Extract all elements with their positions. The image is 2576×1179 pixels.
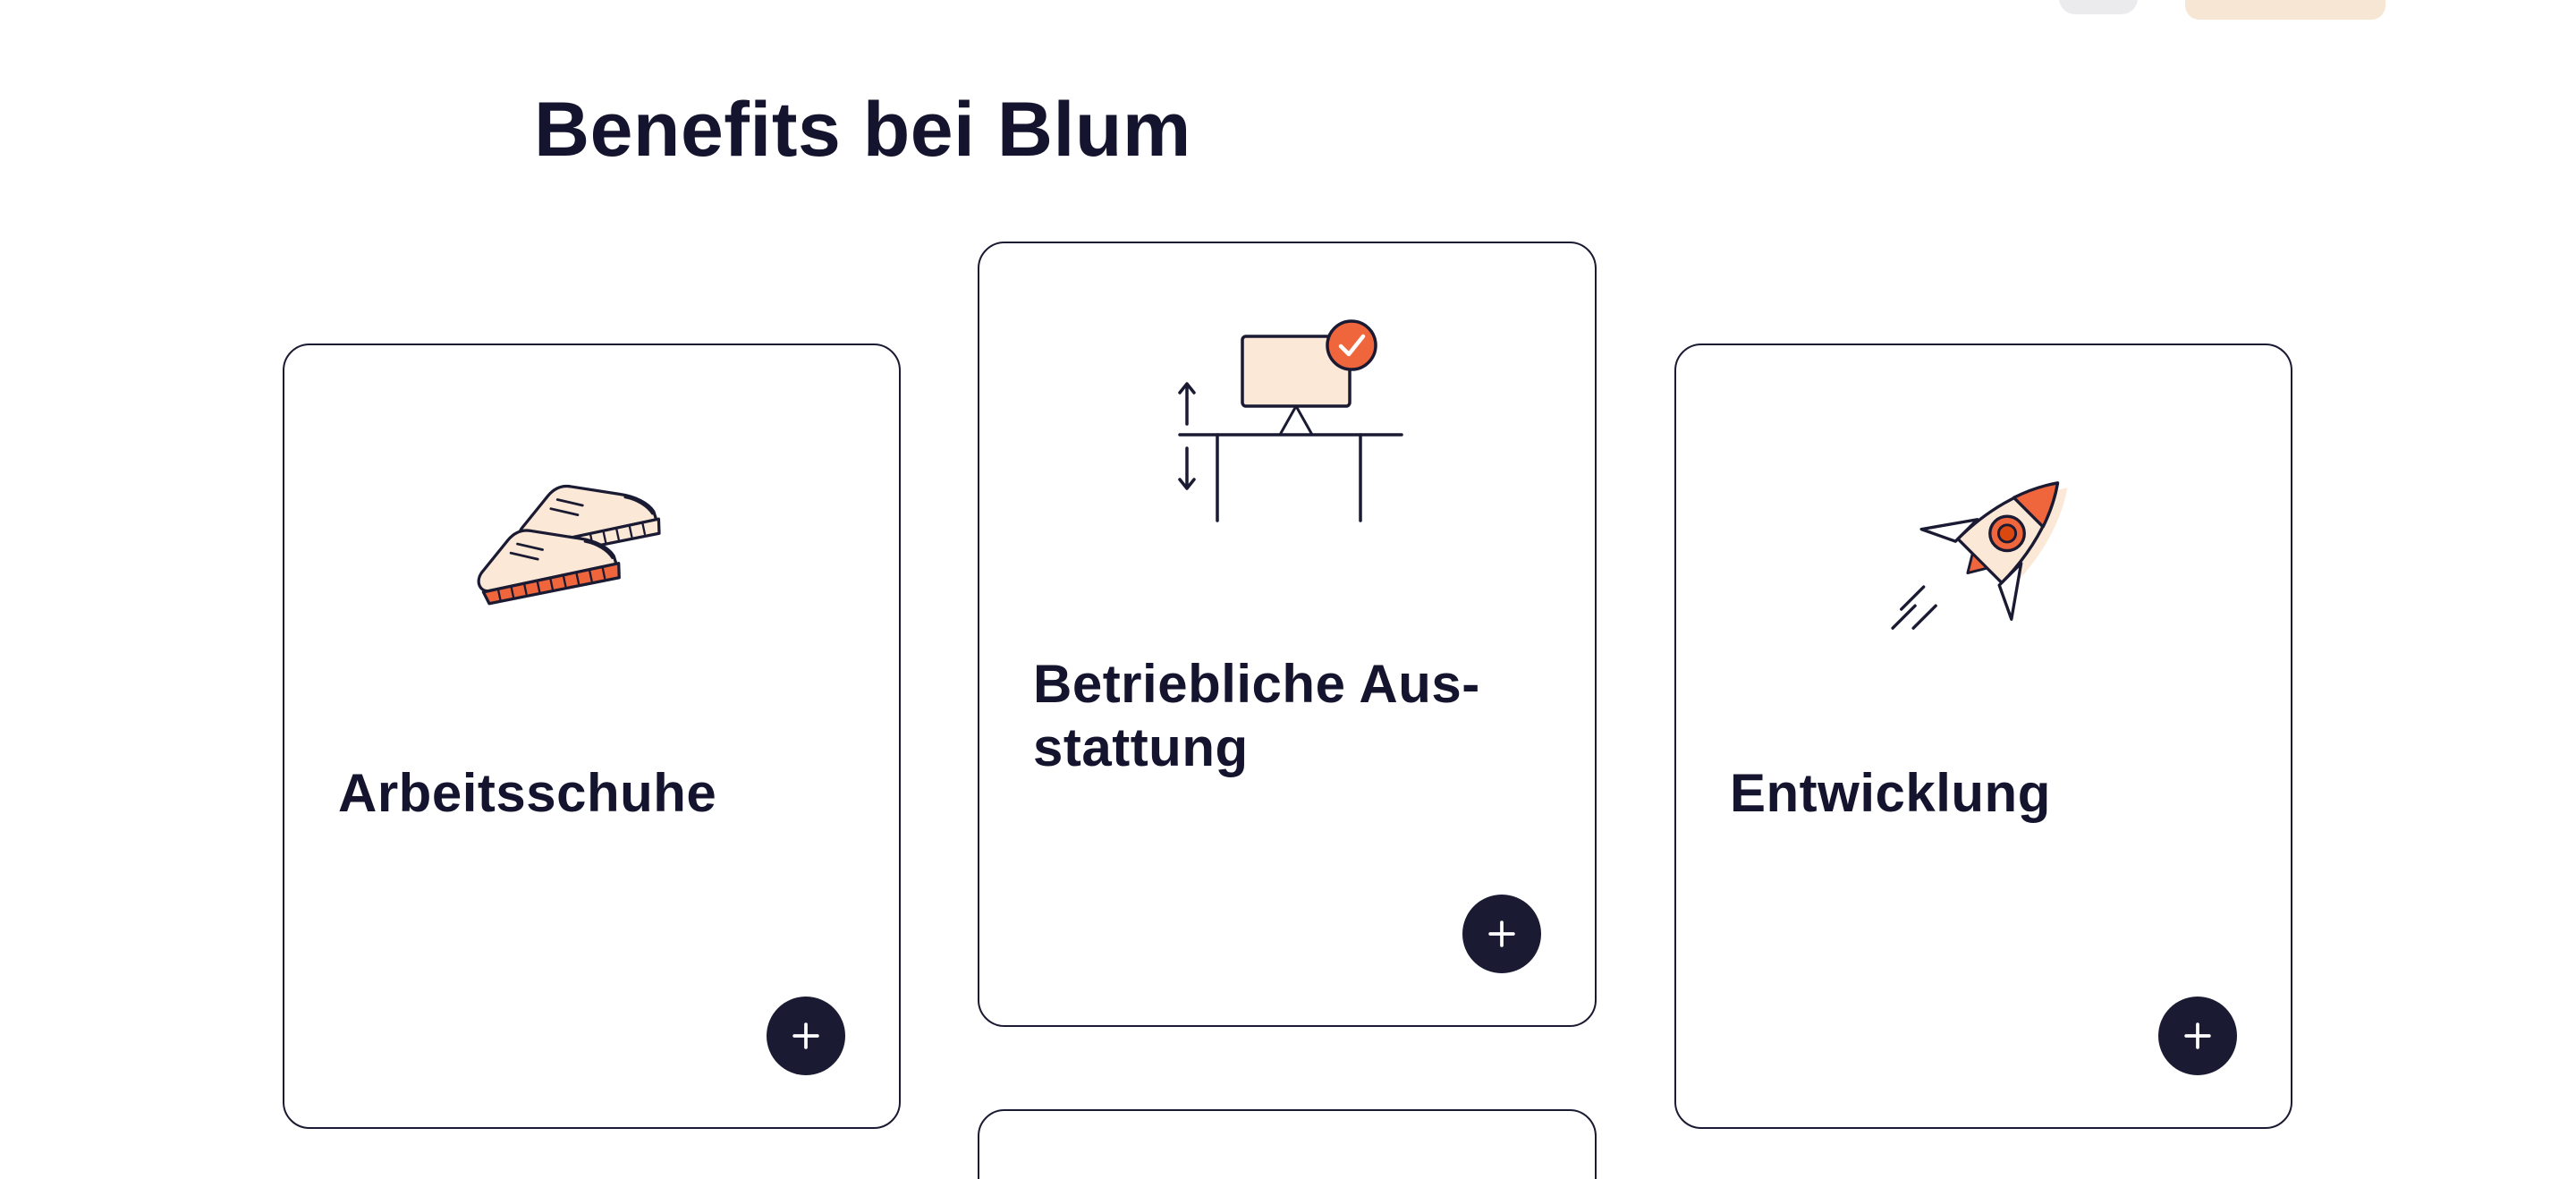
card-title: Entwicklung	[1730, 763, 2051, 823]
card-title: Betriebliche Aus- stattung	[1033, 654, 1480, 777]
height-adjustable-desk-icon	[979, 318, 1595, 524]
expand-card-button[interactable]	[2158, 997, 2237, 1075]
card-title: Arbeitsschuhe	[338, 763, 717, 823]
benefit-card-betriebliche-ausstattung[interactable]: Betriebliche Aus- stattung	[978, 242, 1597, 1027]
rocket-icon	[1676, 449, 2291, 660]
benefit-card-partial[interactable]	[978, 1109, 1597, 1179]
cutoff-header-button-right[interactable]	[2185, 0, 2385, 20]
page-title: Benefits bei Blum	[534, 86, 1191, 173]
plus-icon	[1488, 920, 1515, 947]
benefit-card-entwicklung[interactable]: Entwicklung	[1674, 344, 2292, 1129]
work-shoes-icon	[284, 463, 899, 622]
plus-icon	[2184, 1022, 2211, 1049]
expand-card-button[interactable]	[767, 997, 845, 1075]
plus-icon	[792, 1022, 819, 1049]
cutoff-header-button-left[interactable]	[2059, 0, 2138, 14]
benefit-card-arbeitsschuhe[interactable]: Arbeitsschuhe	[283, 344, 901, 1129]
expand-card-button[interactable]	[1462, 895, 1541, 973]
